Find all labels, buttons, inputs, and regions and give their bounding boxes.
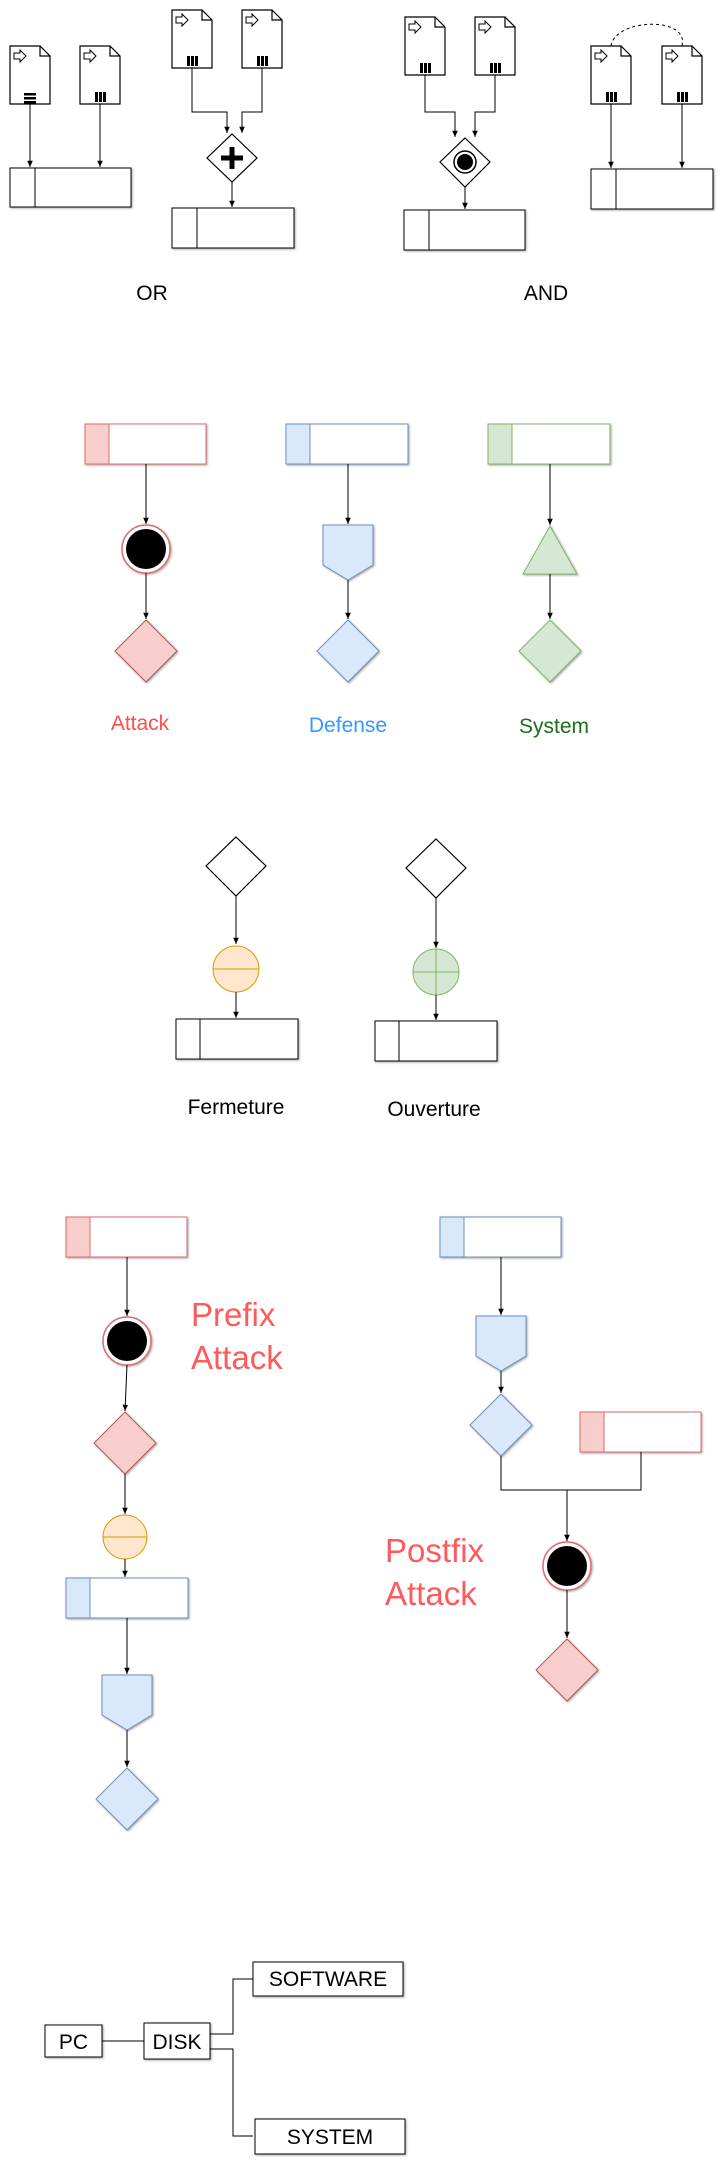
defense-shield-icon [322, 524, 374, 581]
or-label: OR [136, 282, 168, 305]
defense-shield-icon [101, 1674, 153, 1731]
fermeture-label: Fermeture [188, 1096, 285, 1119]
software-node [252, 1961, 404, 1997]
fermeture-icon [212, 945, 260, 993]
or-and-section: OR [9, 10, 714, 305]
attack-legend: Attack [84, 423, 207, 735]
document-bars-icon [242, 10, 282, 68]
attack-diamond-icon [93, 1411, 157, 1475]
pc-label: PC [59, 2031, 88, 2054]
disk-node [143, 2022, 211, 2060]
target-box [175, 1018, 299, 1060]
attack-diamond-icon [114, 619, 178, 683]
document-bars-icon [662, 46, 702, 104]
ouverture-group: Ouverture [374, 838, 498, 1121]
postfix-attack-label-line2: Attack [385, 1575, 477, 1612]
prefix-attack-section: Prefix Attack [65, 1216, 283, 1831]
fermeture-group: Fermeture [175, 836, 299, 1119]
defense-box [285, 423, 409, 465]
software-label: SOFTWARE [269, 1968, 387, 1991]
document-bars-icon [172, 10, 212, 68]
tree-section: PC DISK SOFTWARE SYSTEM [44, 1961, 406, 2155]
fermeture-icon [102, 1514, 148, 1560]
defense-diamond-icon [469, 1393, 533, 1457]
target-box [403, 209, 526, 251]
defense-legend: Defense [285, 423, 409, 737]
target-box [590, 168, 714, 210]
diamond-icon [405, 838, 467, 899]
attack-box [84, 423, 207, 465]
or-gateway-plus-icon [206, 133, 258, 183]
system-node [254, 2118, 406, 2155]
fermeture-ouverture-section: Fermeture Ouverture [175, 836, 498, 1121]
defense-box [65, 1577, 189, 1619]
attack-label: Attack [111, 712, 170, 735]
target-box [374, 1020, 498, 1062]
attack-diamond-icon [535, 1638, 599, 1702]
document-bars-icon [405, 17, 445, 75]
attack-box [65, 1216, 188, 1258]
attack-event-icon [121, 524, 171, 574]
and-label: AND [524, 282, 568, 305]
document-bars-icon [591, 46, 631, 104]
and-simple-group [590, 23, 714, 210]
prefix-attack-label-line1: Prefix [191, 1296, 276, 1333]
document-bars-icon [475, 17, 515, 75]
ouverture-icon [412, 948, 460, 996]
document-bars-icon [80, 46, 120, 104]
system-box [487, 423, 611, 465]
postfix-attack-section: Postfix Attack [385, 1216, 702, 1702]
attack-event-icon [102, 1316, 152, 1366]
system-label: System [519, 715, 589, 738]
or-gateway-group [171, 10, 295, 249]
ouverture-label: Ouverture [387, 1098, 480, 1121]
postfix-attack-label-line1: Postfix [385, 1532, 485, 1569]
and-gateway-group [403, 17, 526, 251]
system-node-label: SYSTEM [287, 2126, 373, 2149]
defense-box [439, 1216, 562, 1258]
pc-node [44, 2024, 103, 2058]
system-diamond-icon [518, 619, 582, 683]
system-legend: System [487, 423, 611, 738]
target-box [171, 207, 295, 249]
defense-shield-icon [475, 1315, 527, 1372]
target-box [9, 167, 132, 208]
attack-box [579, 1411, 702, 1453]
and-gateway-circle-icon [439, 137, 491, 188]
defense-label: Defense [309, 714, 387, 737]
disk-label: DISK [152, 2031, 201, 2054]
attack-event-icon [542, 1541, 592, 1591]
defense-diamond-icon [316, 619, 380, 683]
diamond-icon [205, 836, 267, 897]
or-simple-group [9, 46, 132, 208]
defense-diamond-icon [95, 1767, 159, 1831]
document-lines-icon [10, 46, 50, 104]
legend-section: Attack Defense System [84, 423, 611, 738]
system-triangle-icon [522, 524, 578, 575]
prefix-attack-label-line2: Attack [191, 1339, 283, 1376]
